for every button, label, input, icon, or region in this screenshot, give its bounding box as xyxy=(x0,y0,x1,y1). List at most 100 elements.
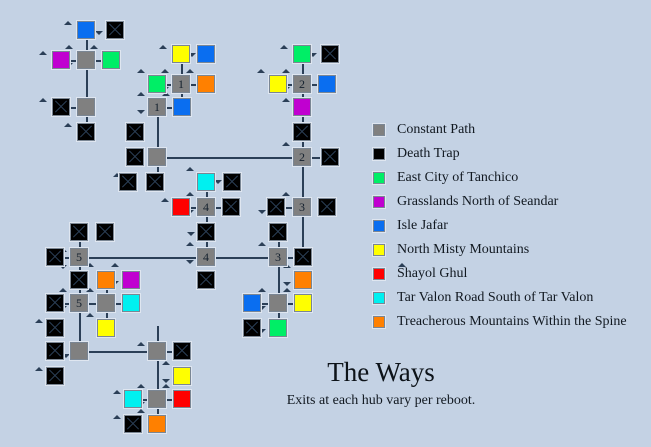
direction-arrow-up xyxy=(161,198,169,202)
graph-node-death-trap[interactable] xyxy=(51,97,71,117)
graph-node-constant-path[interactable] xyxy=(96,293,116,313)
graph-node-north-misty-mountains[interactable] xyxy=(172,366,192,386)
graph-node-constant-path[interactable]: 5 xyxy=(69,293,89,313)
graph-node-death-trap[interactable] xyxy=(69,270,89,290)
graph-node-east-city-of-tanchico[interactable] xyxy=(147,74,167,94)
graph-node-east-city-of-tanchico[interactable] xyxy=(101,50,121,70)
legend-swatch-isle-jafar xyxy=(372,219,386,233)
legend-swatch-constant-path xyxy=(372,123,386,137)
graph-node-death-trap[interactable] xyxy=(45,293,65,313)
graph-node-isle-jafar[interactable] xyxy=(317,74,337,94)
graph-node-constant-path[interactable] xyxy=(76,97,96,117)
graph-node-isle-jafar[interactable] xyxy=(76,20,96,40)
graph-node-east-city-of-tanchico[interactable] xyxy=(268,318,288,338)
graph-node-death-trap[interactable] xyxy=(69,222,89,242)
graph-node-grasslands-north-of-seandar[interactable] xyxy=(51,50,71,70)
graph-node-constant-path[interactable] xyxy=(147,147,167,167)
graph-node-constant-path[interactable]: 5 xyxy=(69,247,89,267)
graph-node-constant-path[interactable]: 2 xyxy=(292,74,312,94)
graph-edge xyxy=(302,207,304,258)
graph-node-constant-path[interactable]: 1 xyxy=(147,97,167,117)
direction-arrow-down xyxy=(137,110,145,114)
graph-node-death-trap[interactable] xyxy=(76,122,96,142)
graph-node-shayol-ghul[interactable] xyxy=(172,389,192,409)
graph-node-shayol-ghul[interactable] xyxy=(171,197,191,217)
graph-node-constant-path[interactable]: 4 xyxy=(196,197,216,217)
graph-node-north-misty-mountains[interactable] xyxy=(96,318,116,338)
graph-node-death-trap[interactable] xyxy=(45,318,65,338)
direction-arrow-up xyxy=(282,192,290,196)
graph-node-constant-path[interactable] xyxy=(147,389,167,409)
graph-node-north-misty-mountains[interactable] xyxy=(293,293,313,313)
graph-node-death-trap[interactable] xyxy=(266,197,286,217)
graph-node-death-trap[interactable] xyxy=(145,172,165,192)
graph-edge xyxy=(312,84,318,86)
graph-node-tar-valon-road-south-of-tar-valon[interactable] xyxy=(121,293,141,313)
graph-node-treacherous-mountains-within-the-spine[interactable] xyxy=(96,270,116,290)
graph-node-north-misty-mountains[interactable] xyxy=(268,74,288,94)
graph-node-death-trap[interactable] xyxy=(268,222,288,242)
graph-node-death-trap[interactable] xyxy=(118,172,138,192)
graph-node-death-trap[interactable] xyxy=(317,197,337,217)
graph-node-treacherous-mountains-within-the-spine[interactable] xyxy=(147,414,167,434)
graph-node-constant-path[interactable]: 4 xyxy=(196,247,216,267)
graph-node-death-trap[interactable] xyxy=(196,222,216,242)
graph-node-death-trap[interactable] xyxy=(221,197,241,217)
node-exit-count: 4 xyxy=(203,200,209,214)
graph-edge xyxy=(206,257,279,259)
direction-arrow-up xyxy=(162,92,170,96)
graph-node-death-trap[interactable] xyxy=(125,122,145,142)
graph-edge xyxy=(79,303,81,352)
title-block: The Ways Exits at each hub vary per rebo… xyxy=(236,357,526,409)
legend-swatch-death-trap xyxy=(372,147,386,161)
graph-node-death-trap[interactable] xyxy=(222,172,242,192)
direction-arrow-down xyxy=(59,265,67,269)
graph-node-treacherous-mountains-within-the-spine[interactable] xyxy=(196,74,216,94)
graph-node-death-trap[interactable] xyxy=(196,270,216,290)
graph-node-death-trap[interactable] xyxy=(95,222,115,242)
direction-arrow-up xyxy=(86,263,94,267)
graph-node-death-trap[interactable] xyxy=(45,366,65,386)
graph-node-east-city-of-tanchico[interactable] xyxy=(292,44,312,64)
legend-swatch-shayol-ghul xyxy=(372,267,386,281)
direction-arrow-up xyxy=(90,45,98,49)
direction-arrow-up xyxy=(137,69,145,73)
graph-node-constant-path[interactable]: 3 xyxy=(268,247,288,267)
graph-node-death-trap[interactable] xyxy=(292,122,312,142)
node-exit-count: 1 xyxy=(178,77,184,91)
graph-node-north-misty-mountains[interactable] xyxy=(171,44,191,64)
graph-node-death-trap[interactable] xyxy=(45,247,65,267)
graph-node-death-trap[interactable] xyxy=(172,341,192,361)
graph-edge xyxy=(302,157,304,198)
graph-node-death-trap[interactable] xyxy=(242,318,262,338)
legend-label-shayol-ghul: Shayol Ghul xyxy=(397,266,468,281)
graph-node-tar-valon-road-south-of-tar-valon[interactable] xyxy=(196,172,216,192)
graph-node-death-trap[interactable] xyxy=(105,20,125,40)
graph-node-constant-path[interactable] xyxy=(147,341,167,361)
graph-node-death-trap[interactable] xyxy=(320,44,340,64)
graph-node-treacherous-mountains-within-the-spine[interactable] xyxy=(293,270,313,290)
graph-edge xyxy=(286,207,293,209)
graph-node-death-trap[interactable] xyxy=(293,247,313,267)
graph-node-constant-path[interactable]: 1 xyxy=(171,74,191,94)
graph-node-death-trap[interactable] xyxy=(45,341,65,361)
graph-node-tar-valon-road-south-of-tar-valon[interactable] xyxy=(123,389,143,409)
graph-node-death-trap[interactable] xyxy=(123,414,143,434)
graph-node-constant-path[interactable] xyxy=(268,293,288,313)
graph-node-death-trap[interactable] xyxy=(125,147,145,167)
direction-arrow-up xyxy=(39,51,47,55)
node-exit-count: 3 xyxy=(275,250,281,264)
graph-node-constant-path[interactable] xyxy=(69,341,89,361)
graph-node-grasslands-north-of-seandar[interactable] xyxy=(121,270,141,290)
graph-node-death-trap[interactable] xyxy=(320,147,340,167)
legend-label-isle-jafar: Isle Jafar xyxy=(397,218,448,233)
graph-node-constant-path[interactable] xyxy=(76,50,96,70)
direction-arrow-up xyxy=(86,288,94,292)
graph-node-isle-jafar[interactable] xyxy=(196,44,216,64)
graph-node-constant-path[interactable]: 2 xyxy=(292,147,312,167)
graph-node-grasslands-north-of-seandar[interactable] xyxy=(292,97,312,117)
graph-node-isle-jafar[interactable] xyxy=(172,97,192,117)
page-title: The Ways xyxy=(327,357,435,387)
graph-node-constant-path[interactable]: 3 xyxy=(292,197,312,217)
graph-node-isle-jafar[interactable] xyxy=(242,293,262,313)
